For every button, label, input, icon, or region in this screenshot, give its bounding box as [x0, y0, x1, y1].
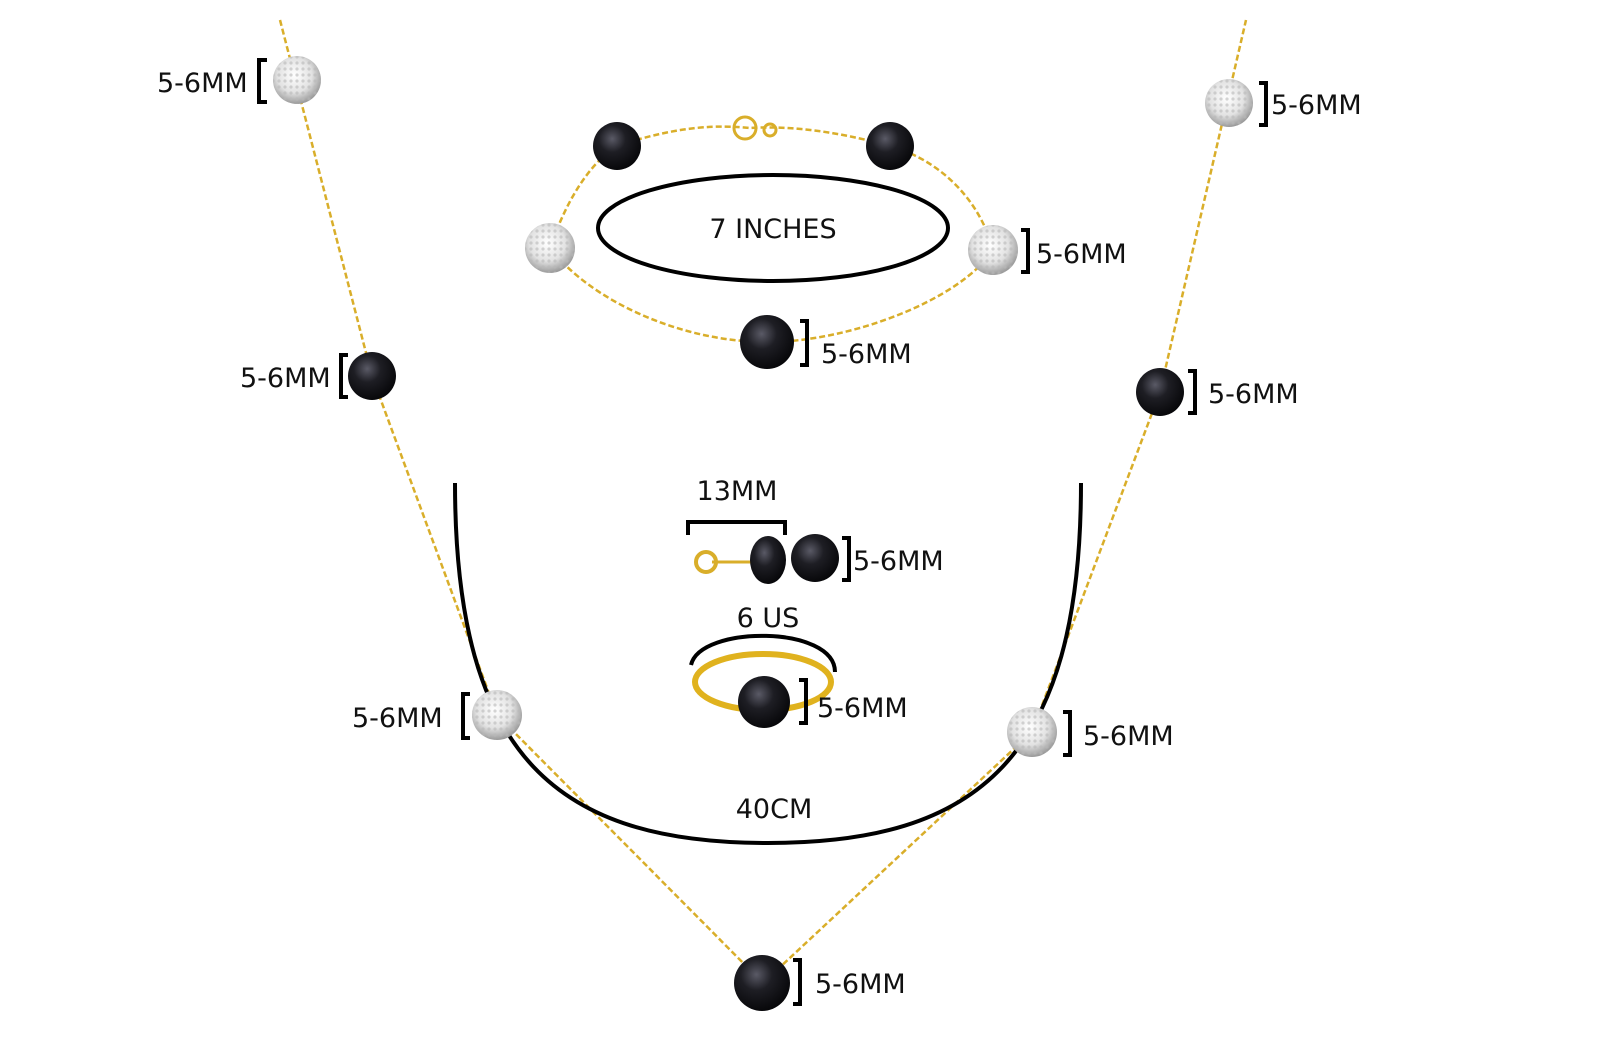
ring-pearl: [738, 676, 790, 728]
black-pearl: [348, 352, 396, 400]
black-pearl: [734, 955, 790, 1011]
earring-back: [694, 550, 755, 574]
bead-size-label: 5-6MM: [815, 969, 906, 1000]
bracelet-length-label: 7 INCHES: [709, 214, 836, 245]
bead-bracket: [800, 319, 809, 367]
bead-bracket: [793, 958, 802, 1006]
black-pearl: [866, 122, 914, 170]
crystal-bead: [273, 56, 321, 104]
earring-pearl: [791, 534, 839, 582]
bead-size-label: 5-6MM: [1083, 721, 1174, 752]
bead-size-label: 5-6MM: [240, 363, 331, 394]
crystal-bead: [1205, 79, 1253, 127]
bead-bracket: [799, 678, 808, 725]
crystal-bead: [1007, 707, 1057, 757]
earring-pearl: [750, 536, 786, 584]
bracelet-clasp: [732, 115, 778, 141]
bead-bracket: [461, 692, 470, 740]
bead-size-label: 5-6MM: [1271, 90, 1362, 121]
bead-bracket: [1259, 81, 1268, 127]
earring-bead-size-label: 5-6MM: [853, 546, 944, 577]
bead-size-label: 5-6MM: [157, 68, 248, 99]
bead-size-label: 5-6MM: [1036, 239, 1127, 270]
bead-size-label: 5-6MM: [1208, 379, 1299, 410]
ring-bead-size-label: 5-6MM: [817, 693, 908, 724]
ring-size-arc: [689, 633, 837, 673]
earring-width-label: 13MM: [697, 476, 778, 507]
bead-bracket: [842, 536, 851, 582]
black-pearl: [1136, 368, 1184, 416]
black-pearl: [740, 315, 794, 369]
bead-size-label: 5-6MM: [821, 339, 912, 370]
bead-bracket: [339, 353, 348, 399]
bead-bracket: [1063, 710, 1072, 757]
earring-width-bracket: [686, 520, 787, 535]
crystal-bead: [525, 223, 575, 273]
bead-size-label: 5-6MM: [352, 703, 443, 734]
bead-bracket: [257, 58, 267, 104]
crystal-bead: [968, 225, 1018, 275]
ring-size-label: 6 US: [737, 603, 800, 634]
bead-bracket: [1188, 369, 1197, 415]
black-pearl: [593, 122, 641, 170]
crystal-bead: [472, 690, 522, 740]
bead-bracket: [1021, 228, 1030, 274]
necklace-length-label: 40CM: [736, 794, 813, 825]
bracelet-length-ellipse: [596, 173, 950, 283]
